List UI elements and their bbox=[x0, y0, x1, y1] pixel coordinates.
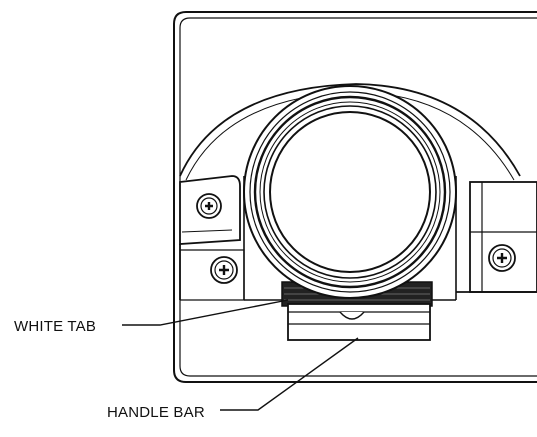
round-lens bbox=[243, 85, 457, 299]
screw-left-upper bbox=[196, 193, 222, 219]
label-handle-bar: HANDLE BAR bbox=[107, 404, 205, 421]
handle-bar bbox=[287, 303, 431, 341]
right-bracket bbox=[456, 181, 537, 293]
leader-handle-bar bbox=[220, 337, 359, 411]
label-white-tab: WHITE TAB bbox=[14, 318, 97, 335]
callout-leaders bbox=[122, 299, 359, 411]
leader-white-tab bbox=[122, 299, 289, 326]
screw-right bbox=[488, 244, 516, 272]
screw-left-lower bbox=[210, 256, 238, 284]
